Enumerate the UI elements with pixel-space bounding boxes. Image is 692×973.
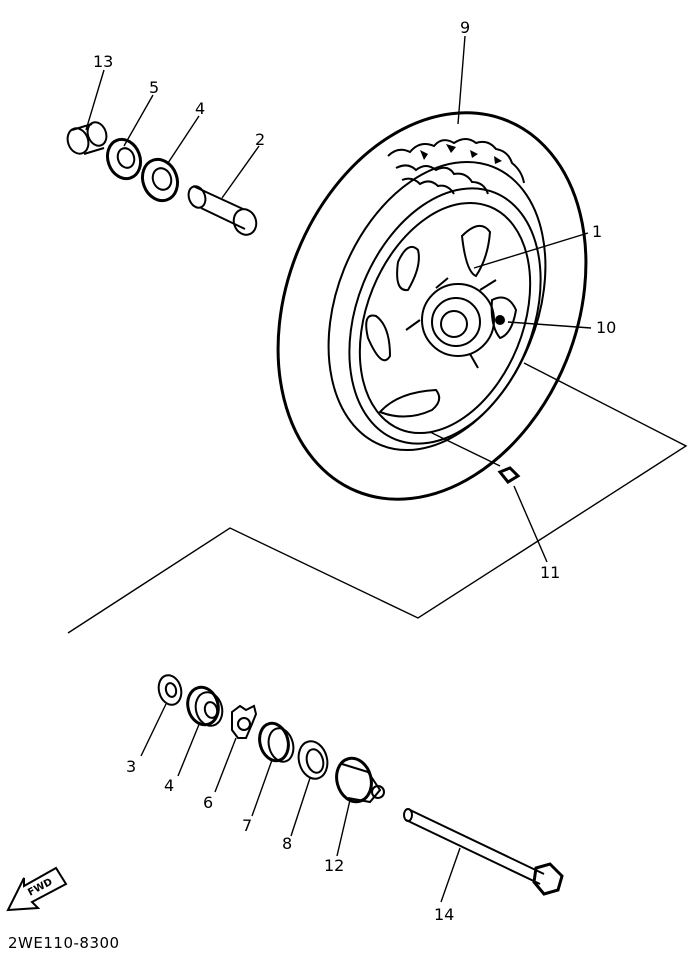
collar-13 bbox=[66, 121, 108, 155]
label-part-14: 14 bbox=[434, 905, 454, 924]
wheel-rim-1 bbox=[348, 187, 542, 445]
meter-gear-unit-12 bbox=[335, 756, 385, 804]
label-part-8: 8 bbox=[282, 834, 292, 853]
inset-boundary-line bbox=[67, 362, 688, 634]
label-part-13: 13 bbox=[93, 52, 113, 71]
gear-6 bbox=[231, 704, 258, 739]
label-part-4-lower: 4 bbox=[164, 776, 174, 795]
bearing-4-upper bbox=[140, 157, 180, 203]
bearing-5 bbox=[105, 137, 143, 181]
label-part-1: 1 bbox=[592, 222, 602, 241]
tire-9 bbox=[276, 111, 588, 501]
label-part-11: 11 bbox=[540, 563, 560, 582]
label-part-5: 5 bbox=[149, 78, 159, 97]
washer-8 bbox=[297, 740, 329, 780]
leader-lines bbox=[85, 35, 592, 903]
axle-14 bbox=[403, 808, 564, 896]
spacer-2 bbox=[187, 185, 258, 236]
diagram-reference-code: 2WE110-8300 bbox=[8, 934, 120, 952]
label-part-9: 9 bbox=[460, 18, 470, 37]
oil-seal-7 bbox=[258, 721, 295, 763]
label-part-2: 2 bbox=[255, 130, 265, 149]
label-part-4-upper: 4 bbox=[195, 99, 205, 118]
forward-direction-arrow: FWD bbox=[6, 866, 68, 912]
part-number-labels: 1 2 3 4 4 5 6 7 8 9 10 11 12 13 14 bbox=[93, 18, 616, 924]
label-part-10: 10 bbox=[596, 318, 616, 337]
bearing-4-lower bbox=[186, 685, 224, 727]
label-part-3: 3 bbox=[126, 757, 136, 776]
label-part-12: 12 bbox=[324, 856, 344, 875]
collar-11 bbox=[497, 466, 521, 484]
label-part-7: 7 bbox=[242, 816, 252, 835]
forward-arrow-label: FWD bbox=[26, 877, 54, 899]
label-part-6: 6 bbox=[203, 793, 213, 812]
washer-3 bbox=[157, 674, 183, 706]
